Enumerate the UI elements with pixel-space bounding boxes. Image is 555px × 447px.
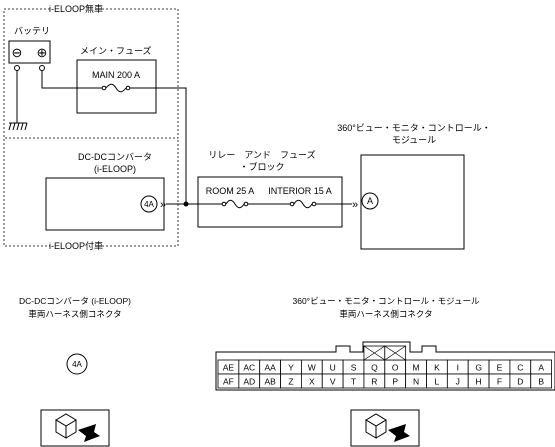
connector-pin-label: T [351,377,356,387]
connector-pin-label: B [538,377,544,387]
connector-pin-label: G [475,363,482,373]
ground-icon [8,122,28,131]
connector-chevrons-icon: » [160,199,166,211]
monitor-connector-title-1: 360°ビュー・モニタ・コントロール・モジュール [293,296,480,306]
connector-pin-label: R [371,377,377,387]
monitor-chevrons-icon: » [352,199,358,211]
battery-plus-icon: ⊕ [37,45,48,60]
connector-pin-grid: AE AC AA Y W U S Q O M K I G E C A AF AD AB Z X V T R P N L J H F D B [217,345,553,389]
connector-pin-label: AB [264,377,276,387]
dcdc-converter: DC-DCコンバータ (i-ELOOP) 4A » [45,152,166,231]
connector-pin-label: U [330,363,336,373]
fuse-icon [105,83,127,93]
connector-pin-label: V [330,377,336,387]
battery: バッテリ ⊖ ⊕ [8,26,51,131]
monitor-connector-code: A [367,196,373,206]
connector-pin-label: AA [264,363,276,373]
dcdc-connector-title-2: 車両ハーネス側コネクタ [28,309,121,319]
connector-pin-label: E [497,363,503,373]
monitor-title-1: 360°ビュー・モニタ・コントロール・ [337,123,491,133]
junction-dot [183,201,189,207]
main-fuse: メイン・フューズ MAIN 200 A [76,45,157,114]
connector-blank-cross-icon [363,345,385,361]
connector-pin-label: AD [243,377,255,387]
relay-title-2: ・ブロック [239,161,284,172]
main-fuse-label: MAIN 200 A [92,70,140,80]
connector-pin-label: A [538,363,544,373]
room-fuse-icon [225,199,245,209]
connector-pin-label: D [517,377,523,387]
connector-pin-label: N [413,377,419,387]
section-eloop: i-ELOOP付車 [3,139,179,251]
connector-pin-label: AC [243,363,255,373]
interior-fuse-icon [293,199,313,209]
dcdc-title-2: (i-ELOOP) [94,164,136,174]
connector-pin-label: K [434,363,440,373]
connector-pin-label: P [392,377,398,387]
connector-pin-label: O [392,363,399,373]
dcdc-connector-title-1: DC-DCコンバータ (i-ELOOP) [19,296,131,306]
main-fuse-title: メイン・フューズ [80,45,152,56]
connector-pin-label: Y [288,363,294,373]
connector-pin-label: M [413,363,420,373]
connector-pin-label: C [517,363,523,373]
connector-pin-label: AE [223,363,235,373]
battery-minus-icon: ⊖ [12,45,23,60]
connector-pin-label: AF [223,377,234,387]
connector-pin-label: I [457,363,459,373]
monitor-connector-title-2: 車両ハーネス側コネクタ [339,309,432,319]
monitor-title-2: モジュール [392,135,436,145]
connector-pin-label: Z [288,377,293,387]
connector-pin-label: X [309,377,315,387]
harness-connector-icon [40,409,110,447]
connector-blank-cross-icon [384,345,406,361]
connector-pin-label: Q [371,363,378,373]
dcdc-title-1: DC-DCコンバータ [78,152,152,162]
monitor-module: 360°ビュー・モニタ・コントロール・ モジュール A [337,123,491,250]
connector-pin-label: F [497,377,502,387]
dcdc-connector-symbol: 4A [72,360,82,369]
connector-pin-cell [530,373,553,389]
harness-connector-icon [350,409,420,447]
connector-pin-label: S [351,363,357,373]
connector-pin-label: H [476,377,482,387]
section-no-eloop-label: i-ELOOP無車 [49,3,103,14]
dcdc-connector-view: DC-DCコンバータ (i-ELOOP) 車両ハーネス側コネクタ 4A [19,296,131,447]
connector-pin-label: W [308,363,316,373]
connector-pin-label: J [456,377,460,387]
interior-fuse-label: INTERIOR 15 A [268,186,332,196]
battery-label: バッテリ [14,26,50,36]
room-fuse-label: ROOM 25 A [206,186,255,196]
relay-fuse-block: リレー アンド フューズ ・ブロック ROOM 25 A INTERIOR 15… [197,149,343,228]
relay-title-1: リレー アンド フューズ [208,149,315,160]
connector-pin-label: L [435,377,440,387]
section-eloop-label: i-ELOOP付車 [49,240,103,251]
dcdc-connector-code: 4A [144,200,154,209]
section-no-eloop: i-ELOOP無車 [3,3,179,139]
